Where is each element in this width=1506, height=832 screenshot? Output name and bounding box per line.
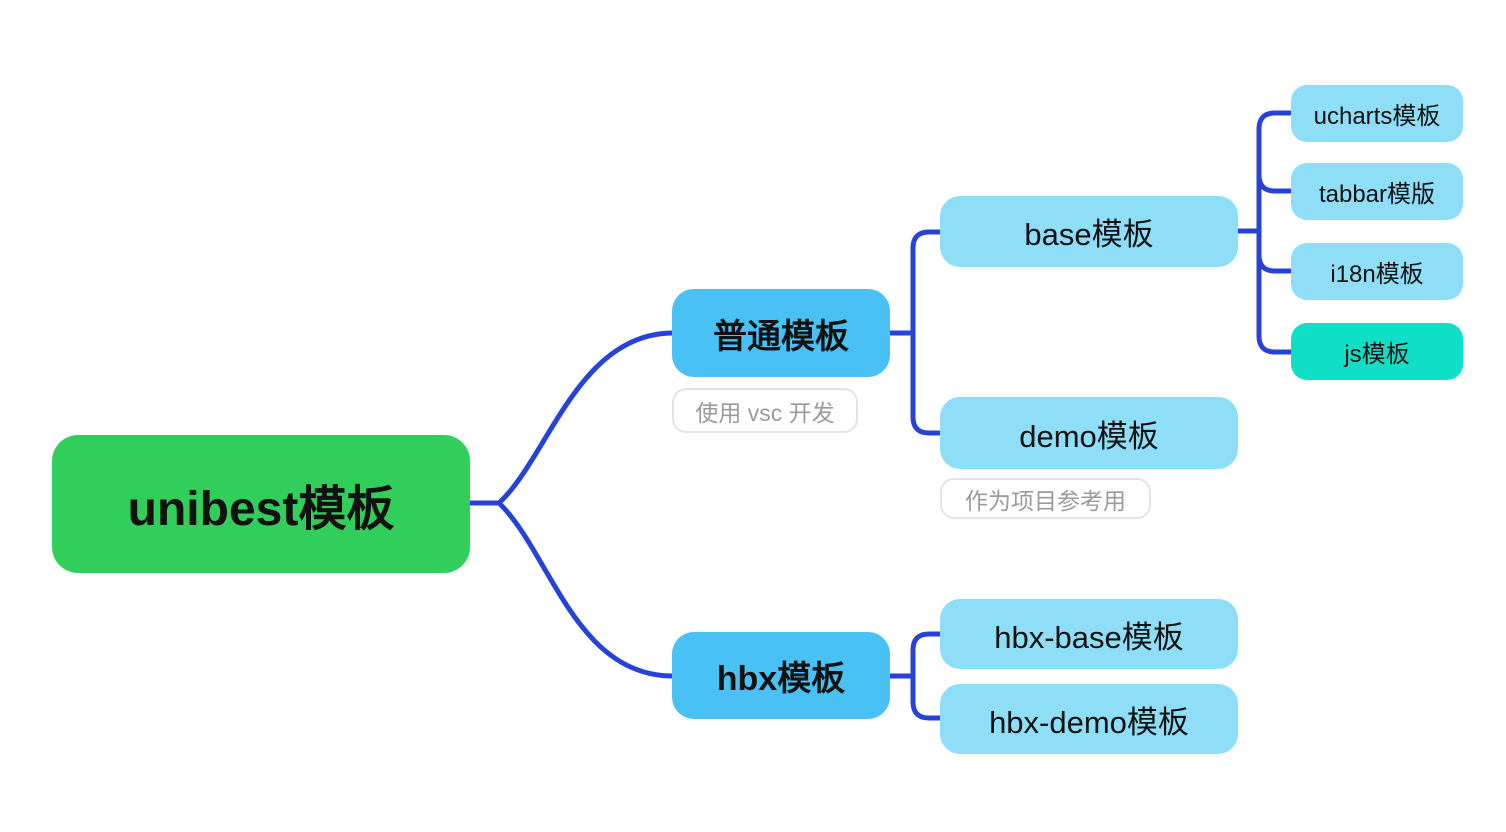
note-putong-vsc[interactable]: 使用 vsc 开发 bbox=[672, 388, 858, 433]
node-root-unibest[interactable]: unibest模板 bbox=[52, 435, 470, 573]
edge-hbx-children bbox=[910, 631, 943, 721]
node-tabbar-template[interactable]: tabbar模版 bbox=[1291, 163, 1463, 220]
edge-base-i18n bbox=[1256, 252, 1293, 274]
node-ucharts-template[interactable]: ucharts模板 bbox=[1291, 85, 1463, 142]
edge-base-tabbar bbox=[1256, 172, 1293, 194]
node-base-template[interactable]: base模板 bbox=[940, 196, 1238, 267]
node-hbx-template[interactable]: hbx模板 bbox=[672, 632, 890, 719]
edge-root-hbx bbox=[496, 500, 676, 679]
note-demo-reference[interactable]: 作为项目参考用 bbox=[940, 478, 1151, 519]
node-putong-template[interactable]: 普通模板 bbox=[672, 289, 890, 377]
node-js-template[interactable]: js模板 bbox=[1291, 323, 1463, 380]
node-demo-template[interactable]: demo模板 bbox=[940, 397, 1238, 469]
node-hbx-demo-template[interactable]: hbx-demo模板 bbox=[940, 684, 1238, 754]
edge-base-outer bbox=[1256, 110, 1293, 355]
edge-root-putong bbox=[496, 330, 676, 506]
node-i18n-template[interactable]: i18n模板 bbox=[1291, 243, 1463, 300]
edge-putong-children bbox=[910, 229, 943, 436]
node-hbx-base-template[interactable]: hbx-base模板 bbox=[940, 599, 1238, 669]
